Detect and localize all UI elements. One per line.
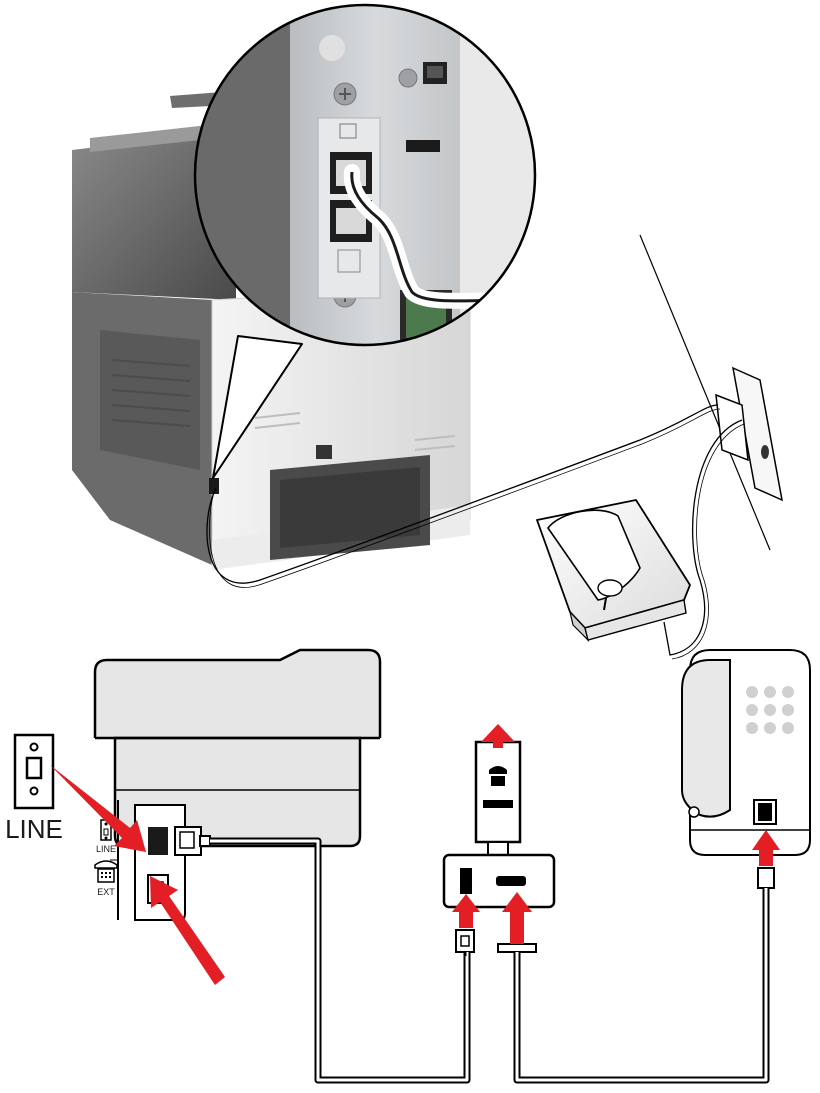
telephone-diagram <box>681 649 811 889</box>
printer-diagram <box>93 648 382 921</box>
wall-jack-label: LINE <box>5 814 63 844</box>
diagram-cables <box>210 837 770 1084</box>
wall-jack-photo <box>639 234 783 551</box>
printer-line-port <box>209 478 219 494</box>
printer-line-jack <box>148 827 168 855</box>
arrow-to-line-port <box>50 765 146 852</box>
arrow-to-phone <box>752 830 780 866</box>
arrow-to-wall-outlet <box>481 724 515 748</box>
line-splitter <box>442 740 556 909</box>
line-plug <box>174 826 211 856</box>
wall-jack-diagram <box>13 733 55 810</box>
arrow-to-ext-port <box>150 876 225 985</box>
arrow-to-splitter-phone <box>502 892 532 944</box>
photo-cables <box>206 404 745 660</box>
telephone-photo <box>536 499 691 642</box>
line-port-label: LINE <box>96 844 116 854</box>
connection-arrows <box>50 724 780 985</box>
arrow-to-splitter-line <box>452 894 480 928</box>
ext-phone-icon <box>94 860 118 883</box>
ext-port-label: EXT <box>97 887 115 897</box>
